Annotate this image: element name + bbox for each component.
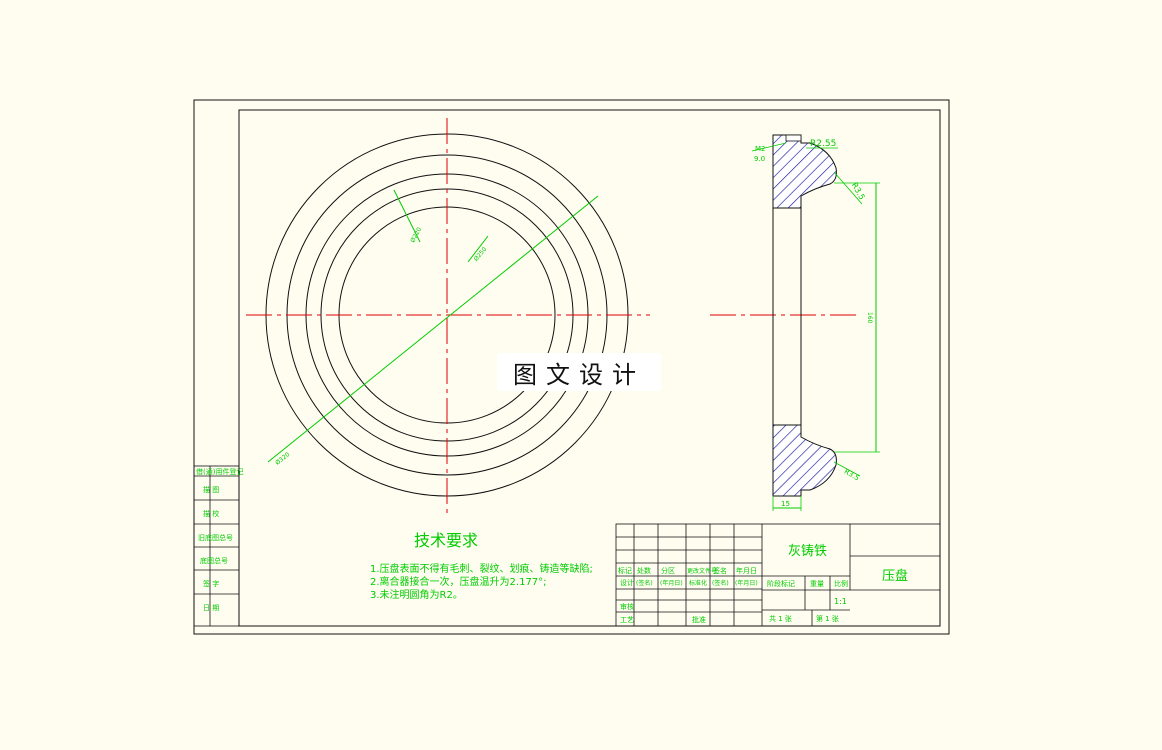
leader-dim-2 bbox=[467, 235, 489, 263]
design-row-1: (签名) bbox=[636, 579, 653, 587]
stage-label: 阶段标记 bbox=[767, 579, 795, 588]
title-block-text: 标记 处数 分区 更改文件号 签名 年月日 设计 (签名) (年月日) 标准化 … bbox=[618, 543, 908, 624]
strip-label-2: 描 校 bbox=[203, 509, 219, 518]
strip-label-5: 签 字 bbox=[203, 579, 219, 588]
inner-frame bbox=[238, 109, 941, 627]
title-block-grid bbox=[615, 523, 941, 627]
dim-fillet-bottom: R3.5 bbox=[843, 468, 861, 483]
left-strip-table bbox=[193, 465, 240, 627]
review-label: 审核 bbox=[620, 602, 634, 611]
dim-dia-3: Ø320 bbox=[274, 451, 291, 467]
outer-frame bbox=[193, 99, 950, 635]
tech-requirements-title: 技术要求 bbox=[414, 531, 478, 550]
design-row-0: 设计 bbox=[620, 578, 634, 587]
design-row-2: (年月日) bbox=[660, 579, 683, 587]
tech-requirement-1: 1.压盘表面不得有毛刺、裂纹、划痕、铸造等缺陷; bbox=[370, 562, 593, 575]
thread-hole bbox=[785, 134, 802, 142]
dim-width: 15 bbox=[781, 500, 790, 508]
sheet-number: 第 1 张 bbox=[816, 614, 839, 623]
section-top bbox=[772, 134, 837, 209]
front-view: Ø220 Ø250 Ø320 bbox=[246, 118, 650, 516]
dim-thread-depth: 9.0 bbox=[754, 155, 765, 163]
dim-fillet-top: R2.55 bbox=[810, 139, 836, 149]
dim-fillet-side: R3.5 bbox=[850, 181, 867, 201]
scale-value: 1:1 bbox=[834, 597, 847, 606]
process-label: 工艺 bbox=[620, 616, 634, 624]
strip-label-0: 借(通)用件登记 bbox=[196, 467, 243, 476]
strip-label-3: 旧底图总号 bbox=[198, 533, 233, 542]
rev-header-3: 更改文件号 bbox=[687, 567, 717, 575]
left-strip-labels: 借(通)用件登记 描 图 描 校 旧底图总号 底图总号 签 字 日 期 bbox=[196, 467, 243, 612]
design-row-4: (签名) bbox=[712, 579, 729, 587]
tech-requirement-3: 3.未注明圆角为R2。 bbox=[370, 588, 463, 601]
leader-fillet-bottom bbox=[833, 461, 861, 477]
dim-height: 160 bbox=[866, 312, 873, 324]
rev-header-5: 年月日 bbox=[736, 566, 757, 575]
part-name: 压盘 bbox=[882, 568, 908, 584]
rev-header-4: 签名 bbox=[713, 566, 727, 575]
sheets-total: 共 1 张 bbox=[769, 614, 792, 623]
section-bottom bbox=[772, 424, 837, 497]
leader-dim-1 bbox=[393, 189, 421, 243]
design-row-5: (年月日) bbox=[735, 579, 758, 587]
dim-dia-1: Ø220 bbox=[409, 226, 423, 244]
tech-requirement-2: 2.离合器接合一次，压盘温升为2.177°; bbox=[370, 575, 547, 588]
leader-thread bbox=[751, 142, 787, 152]
weight-label: 重量 bbox=[810, 580, 824, 588]
tech-requirements: 技术要求 1.压盘表面不得有毛刺、裂纹、划痕、铸造等缺陷; 2.离合器接合一次，… bbox=[370, 531, 593, 601]
rev-header-1: 处数 bbox=[637, 566, 651, 575]
strip-label-6: 日 期 bbox=[203, 604, 219, 612]
strip-label-4: 底图总号 bbox=[200, 556, 228, 565]
rev-header-0: 标记 bbox=[618, 566, 632, 575]
leader-fillet-side bbox=[833, 171, 863, 205]
material: 灰铸铁 bbox=[788, 543, 827, 559]
strip-label-1: 描 图 bbox=[203, 485, 219, 494]
watermark-label: 图文设计 bbox=[497, 353, 661, 391]
diameter-leader-outer bbox=[267, 195, 599, 463]
rev-header-2: 分区 bbox=[661, 566, 675, 575]
dim-thread: M2 bbox=[755, 145, 766, 153]
side-view: 160 15 R2.55 M2 9.0 R3.5 R3.5 bbox=[710, 134, 880, 511]
approve-label: 批准 bbox=[692, 615, 706, 624]
design-row-3: 标准化 bbox=[689, 579, 707, 587]
scale-label: 比例 bbox=[834, 579, 848, 588]
dim-dia-2: Ø250 bbox=[473, 246, 489, 263]
